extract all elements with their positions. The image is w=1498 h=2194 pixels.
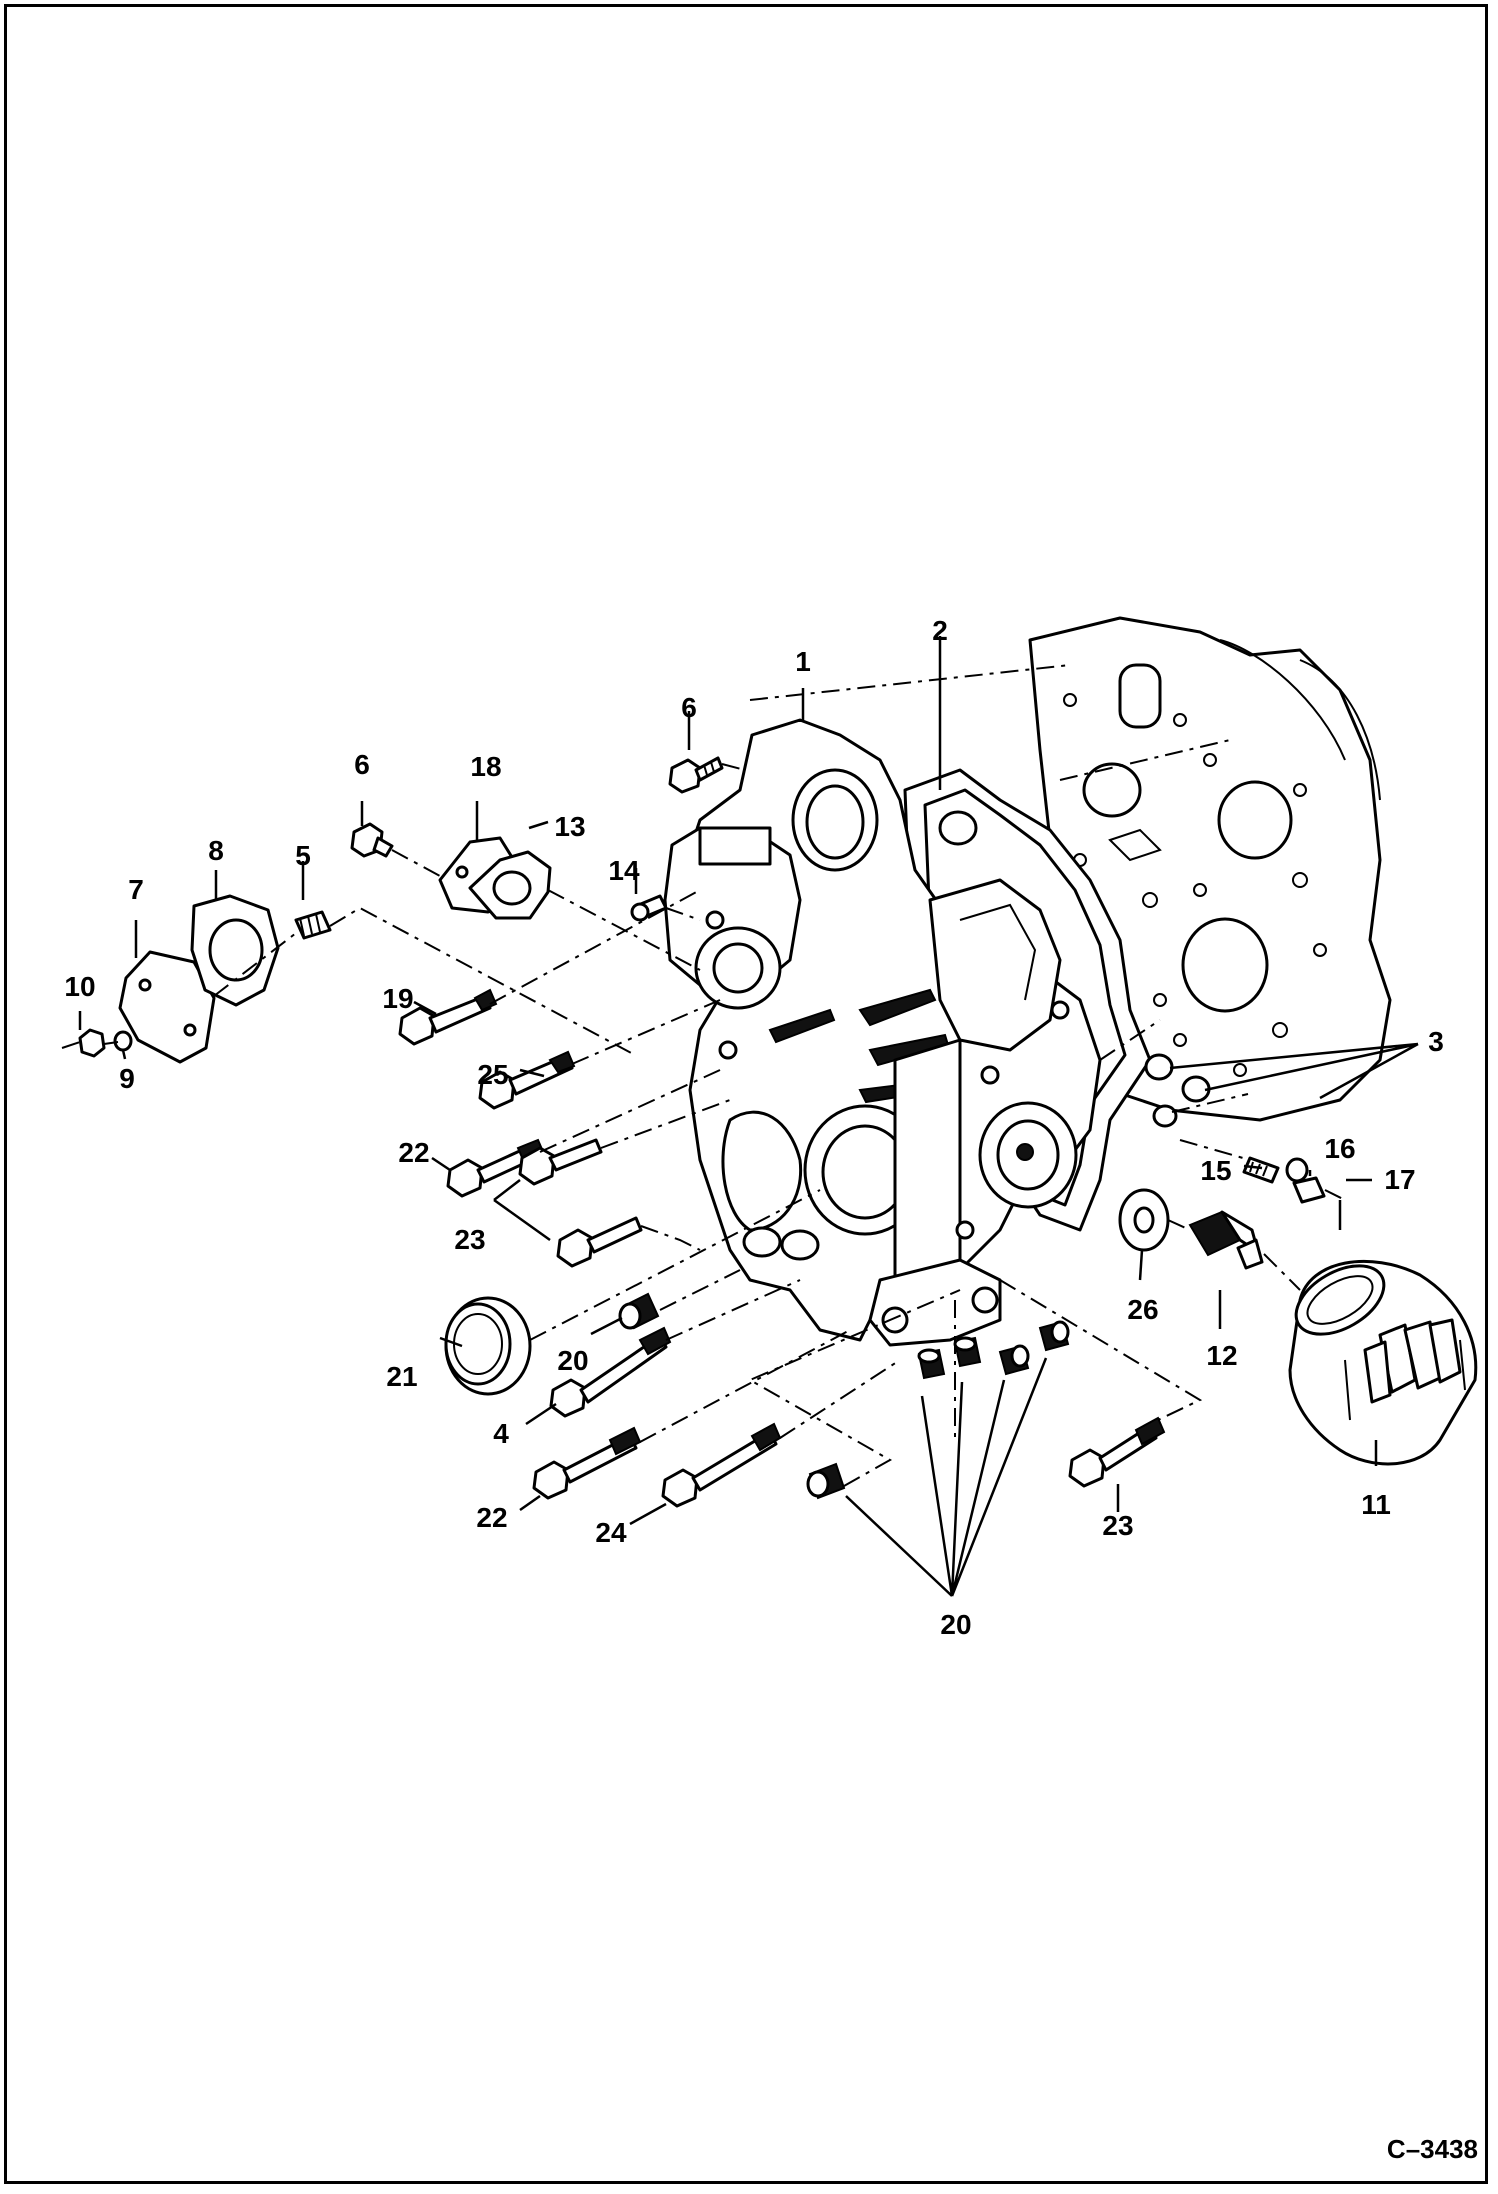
callout-12: 12 — [1206, 1340, 1237, 1371]
callout-3: 3 — [1428, 1026, 1444, 1057]
dowel-20-center-b — [953, 1336, 982, 1368]
cover-plate — [118, 950, 216, 1064]
relief-valve-ball — [1285, 1157, 1309, 1183]
assembly-lines — [61, 664, 1346, 1487]
bolt-14 — [630, 894, 668, 922]
bolt-22-lower — [532, 1426, 642, 1500]
bolt-4 — [549, 1326, 672, 1418]
callout-16: 16 — [1324, 1133, 1355, 1164]
callout-23-left: 23 — [454, 1224, 485, 1255]
callout-4: 4 — [493, 1418, 509, 1449]
bolt-23-lower — [556, 1216, 643, 1268]
drawing-reference: C–3438 — [1387, 2134, 1478, 2164]
washer-9 — [113, 1030, 133, 1052]
oil-filter — [1288, 1259, 1478, 1466]
nut-10 — [78, 1028, 106, 1058]
bolt-19 — [398, 988, 498, 1046]
callout-25: 25 — [477, 1059, 508, 1090]
callout-24: 24 — [595, 1517, 627, 1548]
callout-2: 2 — [932, 615, 948, 646]
callout-17: 17 — [1384, 1164, 1415, 1195]
callout-19: 19 — [382, 983, 413, 1014]
callout-26: 26 — [1127, 1294, 1158, 1325]
callout-15: 15 — [1200, 1155, 1231, 1186]
front-oil-seal — [444, 1296, 532, 1396]
callout-23-right: 23 — [1102, 1510, 1133, 1541]
callout-22-upper: 22 — [398, 1137, 429, 1168]
callout-22-lower: 22 — [476, 1502, 507, 1533]
dowel-20-lower — [806, 1462, 846, 1500]
bolt-24 — [661, 1422, 782, 1508]
dowel-20-right-a — [998, 1344, 1030, 1376]
bolt-6-left — [350, 822, 394, 858]
stud — [294, 910, 332, 940]
callout-18: 18 — [470, 751, 501, 782]
bolt-23-right — [1068, 1416, 1166, 1488]
filter-washer — [1118, 1188, 1170, 1252]
callout-20-bottom: 20 — [940, 1609, 971, 1640]
callout-5: 5 — [295, 840, 311, 871]
timing-gear-cover — [663, 718, 1102, 1347]
dowel-pins — [618, 1292, 1070, 1500]
relief-valve-spring — [1242, 1156, 1280, 1184]
leader-lines — [78, 636, 1419, 1597]
housing-gasket-13 — [468, 850, 552, 920]
callout-6-left: 6 — [354, 749, 370, 780]
dowel-20-upper — [618, 1292, 660, 1330]
callout-20-left: 20 — [557, 1345, 588, 1376]
callout-1: 1 — [795, 646, 811, 677]
callout-numbers: 1 2 3 4 5 6 6 7 8 9 10 11 12 13 14 15 16… — [64, 615, 1443, 1640]
dowel-20-center-a — [917, 1348, 946, 1380]
callout-8: 8 — [208, 835, 224, 866]
dowel-20-right-b — [1038, 1320, 1070, 1352]
callout-7: 7 — [128, 874, 144, 905]
callout-11: 11 — [1361, 1489, 1391, 1520]
callout-6-right: 6 — [681, 692, 697, 723]
callout-10: 10 — [64, 971, 95, 1002]
callout-21: 21 — [386, 1361, 417, 1392]
cover-gasket — [190, 894, 280, 1007]
relief-valve-plug — [1292, 1176, 1326, 1204]
callout-14: 14 — [608, 855, 640, 886]
callout-13: 13 — [554, 811, 585, 842]
bolt-6-right — [668, 756, 724, 794]
bolt-23-upper — [518, 1138, 603, 1186]
callout-9: 9 — [119, 1063, 135, 1094]
filter-adapter — [1188, 1210, 1264, 1270]
